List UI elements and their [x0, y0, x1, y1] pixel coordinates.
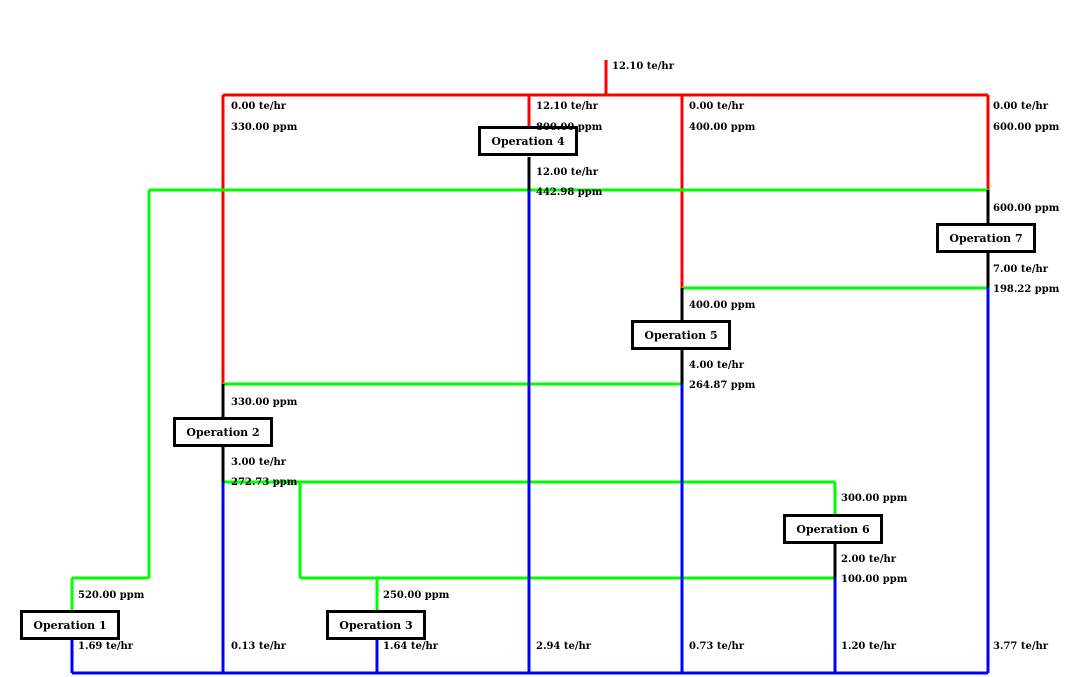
fresh-branch-3-ppm: 400.00 ppm: [689, 122, 756, 133]
op6-outlet-flow: 2.00 te/hr: [841, 554, 897, 565]
freshwater-lines: [221, 60, 990, 384]
operation-5-box[interactable]: Operation 5: [631, 320, 731, 350]
wastewater-lines: [70, 190, 990, 675]
fresh-branch-4-flow: 0.00 te/hr: [993, 101, 1049, 112]
fresh-branch-2-ppm: 800.00 ppm: [536, 122, 603, 133]
waste-flow-op2: 0.13 te/hr: [231, 641, 287, 652]
fresh-branch-1-flow: 0.00 te/hr: [231, 101, 287, 112]
op7-outlet-ppm: 198.22 ppm: [993, 284, 1060, 295]
op5-outlet-ppm: 264.87 ppm: [689, 380, 756, 391]
op2-inlet-ppm: 330.00 ppm: [231, 397, 298, 408]
waste-flow-op4: 2.94 te/hr: [536, 641, 592, 652]
operation-7-box[interactable]: Operation 7: [936, 223, 1036, 253]
op4-outlet-ppm: 442.98 ppm: [536, 187, 603, 198]
fresh-branch-2-flow: 12.10 te/hr: [536, 101, 598, 112]
op2-outlet-ppm: 272.73 ppm: [231, 477, 298, 488]
op1-inlet-ppm: 520.00 ppm: [78, 590, 145, 601]
fresh-branch-1-ppm: 330.00 ppm: [231, 122, 298, 133]
operation-connector-lines: [221, 157, 990, 578]
operation-3-box[interactable]: Operation 3: [326, 610, 426, 640]
operation-1-box[interactable]: Operation 1: [20, 610, 120, 640]
op7-inlet-ppm: 600.00 ppm: [993, 203, 1060, 214]
op6-inlet-ppm: 300.00 ppm: [841, 493, 908, 504]
op4-outlet-flow: 12.00 te/hr: [536, 167, 598, 178]
operation-4-box[interactable]: Operation 4: [478, 126, 578, 156]
op1-outlet-flow: 1.69 te/hr: [78, 641, 134, 652]
waste-flow-op5: 0.73 te/hr: [689, 641, 745, 652]
operation-2-box[interactable]: Operation 2: [173, 417, 273, 447]
fresh-branch-4-ppm: 600.00 ppm: [993, 122, 1060, 133]
operation-6-box[interactable]: Operation 6: [783, 514, 883, 544]
op5-outlet-flow: 4.00 te/hr: [689, 360, 745, 371]
waste-flow-op7: 3.77 te/hr: [993, 641, 1049, 652]
op3-outlet-flow: 1.64 te/hr: [383, 641, 439, 652]
source-flow-label: 12.10 te/hr: [612, 61, 674, 72]
op5-inlet-ppm: 400.00 ppm: [689, 300, 756, 311]
op3-inlet-ppm: 250.00 ppm: [383, 590, 450, 601]
op7-outlet-flow: 7.00 te/hr: [993, 264, 1049, 275]
fresh-branch-3-flow: 0.00 te/hr: [689, 101, 745, 112]
waste-flow-op6: 1.20 te/hr: [841, 641, 897, 652]
op6-outlet-ppm: 100.00 ppm: [841, 574, 908, 585]
op2-outlet-flow: 3.00 te/hr: [231, 457, 287, 468]
